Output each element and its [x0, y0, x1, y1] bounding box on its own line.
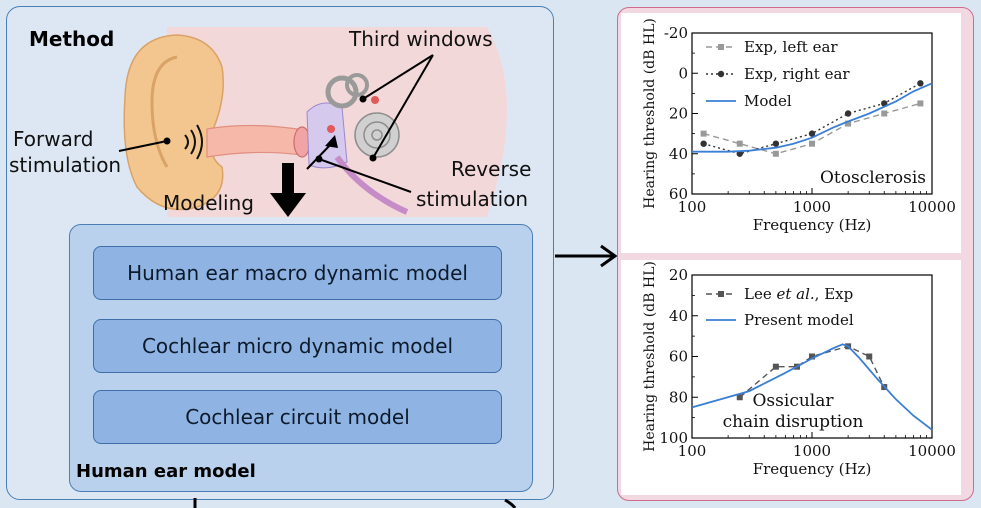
y-tick-label: 20 — [669, 105, 688, 123]
data-point-square — [772, 363, 779, 370]
y-tick-label: 20 — [669, 266, 688, 284]
y-tick-label: 60 — [669, 185, 688, 203]
y-tick-label: 0 — [678, 64, 688, 82]
y-tick-label: 40 — [669, 145, 688, 163]
legend-swatch-marker — [718, 44, 724, 50]
legend-label: Exp, left ear — [744, 38, 838, 56]
chart-annotation: Otosclerosis — [820, 168, 926, 188]
legend-label: Exp, right ear — [744, 65, 850, 83]
data-point-circle — [844, 110, 852, 117]
chart-annotation: chain disruption — [723, 412, 864, 432]
y-tick-label: -20 — [664, 24, 688, 42]
data-point-square — [881, 110, 888, 117]
modeling-label: Modeling — [163, 191, 254, 215]
data-point-square — [917, 100, 924, 107]
chart-annotation: Ossicular — [753, 391, 835, 411]
x-tick-label: 10000 — [908, 442, 956, 460]
data-point-circle — [700, 140, 707, 147]
legend-label: Lee et al., Exp — [744, 285, 853, 303]
circuit-model-box: Cochlear circuit model — [93, 390, 502, 444]
x-tick-label: 100 — [678, 198, 707, 216]
data-point-square — [772, 150, 779, 157]
data-point-circle — [808, 130, 816, 137]
data-point-circle — [917, 80, 924, 87]
human-ear-model-caption: Human ear model — [76, 461, 256, 482]
data-point-square — [809, 140, 815, 147]
legend-swatch-marker — [718, 291, 724, 297]
series-line — [692, 82, 933, 153]
data-point-circle — [772, 140, 780, 147]
legend-label-part: Lee — [744, 285, 776, 303]
x-tick-label: 10000 — [908, 198, 956, 216]
legend-label-part: , Exp — [815, 285, 854, 303]
human-ear-model-box: Human ear macro dynamic model Cochlear m… — [69, 224, 533, 492]
method-title: Method — [29, 27, 115, 51]
legend-label-part: et al. — [776, 285, 814, 303]
forward-stimulation-label-line1: Forward — [13, 127, 94, 151]
x-tick-label: 1000 — [793, 198, 831, 216]
x-axis-label: Frequency (Hz) — [753, 460, 872, 478]
series-line — [691, 343, 933, 431]
forward-stimulation-label-line2: stimulation — [9, 153, 122, 177]
data-point-square — [845, 120, 852, 127]
callout-lines — [118, 54, 434, 217]
reverse-stimulation-label-line2: stimulation — [416, 187, 529, 211]
y-tick-label: 40 — [669, 307, 688, 325]
y-tick-label: 100 — [659, 429, 688, 447]
y-axis-label: Hearing threshold (dB HL) — [642, 18, 658, 209]
y-axis-label: Hearing threshold (dB HL) — [642, 261, 658, 452]
legend-label: Model — [744, 92, 792, 110]
data-point-square — [700, 130, 707, 137]
legend-swatch-marker — [717, 70, 725, 78]
macro-dynamic-model-box: Human ear macro dynamic model — [93, 246, 502, 300]
reverse-stimulation-label-line1: Reverse — [451, 157, 532, 181]
micro-dynamic-model-box: Cochlear micro dynamic model — [93, 319, 502, 373]
data-point-square — [809, 353, 815, 360]
right-arrow — [555, 244, 618, 268]
x-tick-label: 1000 — [793, 442, 831, 460]
data-point-square — [866, 353, 873, 360]
y-tick-label: 80 — [669, 388, 688, 406]
data-point-circle — [736, 150, 743, 157]
y-tick-label: 60 — [669, 348, 688, 366]
data-point-square — [736, 394, 743, 401]
x-axis-label: Frequency (Hz) — [753, 216, 872, 234]
bottom-connectors — [193, 498, 517, 508]
third-windows-label: Third windows — [349, 27, 493, 51]
x-tick-label: 100 — [678, 442, 707, 460]
data-point-square — [736, 140, 743, 147]
legend-label: Present model — [744, 311, 854, 329]
method-panel: Method — [6, 6, 554, 500]
